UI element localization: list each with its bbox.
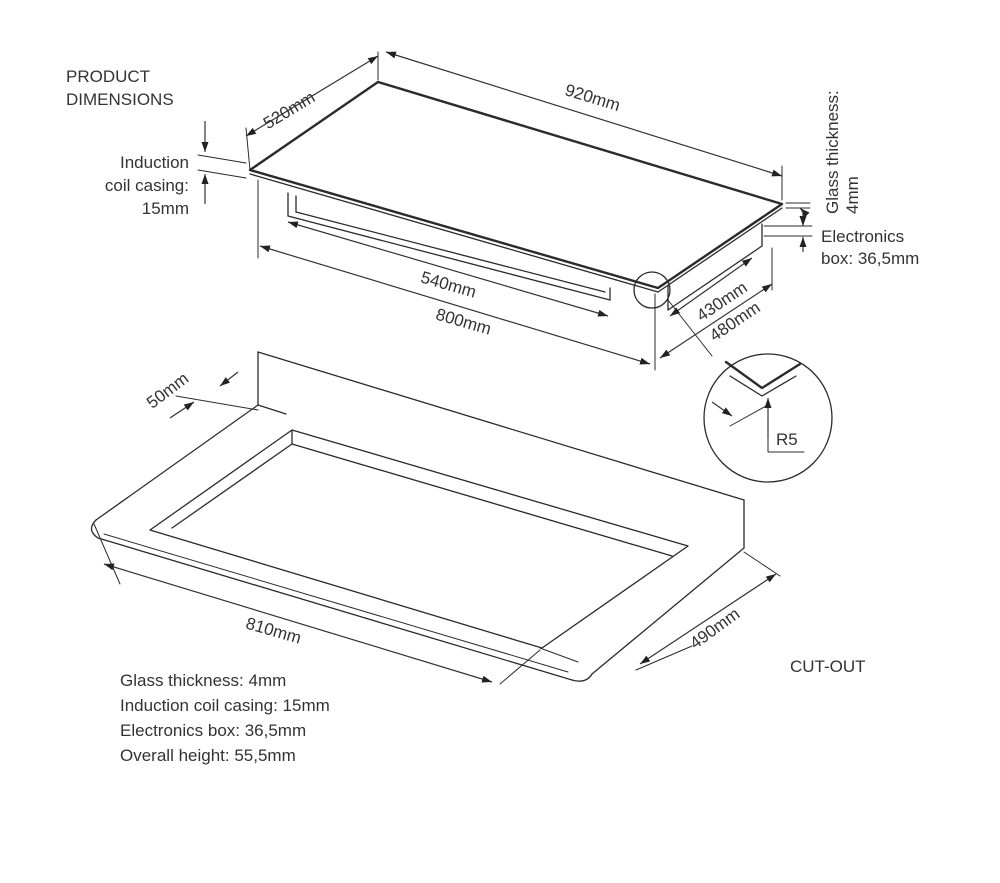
dim-810-line xyxy=(103,563,493,683)
dim-810-label: 810mm xyxy=(244,614,304,648)
glass-callout-line1: Glass thickness: xyxy=(823,90,842,214)
dim-50-arrow-a xyxy=(219,371,239,387)
product-dimensions xyxy=(197,51,813,365)
elec-callout-line2: box: 36,5mm xyxy=(821,249,919,268)
radius-label: R5 xyxy=(776,430,798,449)
spec-electronics: Electronics box: 36,5mm xyxy=(120,721,307,740)
specs-list: Glass thickness: 4mm Induction coil casi… xyxy=(120,668,330,768)
coil-callout-line3: 15mm xyxy=(142,199,189,218)
glass-top xyxy=(248,80,784,290)
title-product-line1: PRODUCT xyxy=(66,67,150,86)
spec-glass: Glass thickness: 4mm xyxy=(120,671,287,690)
labels: PRODUCT DIMENSIONS Induction coil casing… xyxy=(66,67,919,676)
dim-920-line xyxy=(385,51,783,177)
dim-800-label: 800mm xyxy=(434,305,494,339)
dim-520-label: 520mm xyxy=(260,88,318,133)
title-cutout: CUT-OUT xyxy=(790,657,866,676)
dim-490-label: 490mm xyxy=(686,604,743,653)
dim-50-arrow-b xyxy=(169,401,195,419)
cutout-opening xyxy=(149,429,689,649)
glass-callout-line2: 4mm xyxy=(843,176,862,214)
coil-callout-line1: Induction xyxy=(120,153,189,172)
cutout-dimensions xyxy=(103,371,777,683)
spec-overall: Overall height: 55,5mm xyxy=(120,746,296,765)
title-product-line2: DIMENSIONS xyxy=(66,90,174,109)
coil-callout-line2: coil casing: xyxy=(105,176,189,195)
dim-50-label: 50mm xyxy=(143,369,192,413)
dim-520-line xyxy=(245,55,379,137)
radius-detail xyxy=(703,353,833,483)
cutout-drawing xyxy=(90,351,781,685)
dim-480-line xyxy=(659,283,773,359)
dim-800-line xyxy=(259,245,651,365)
spec-coil: Induction coil casing: 15mm xyxy=(120,696,330,715)
elec-callout-line1: Electronics xyxy=(821,227,904,246)
dim-490-line xyxy=(639,573,777,665)
